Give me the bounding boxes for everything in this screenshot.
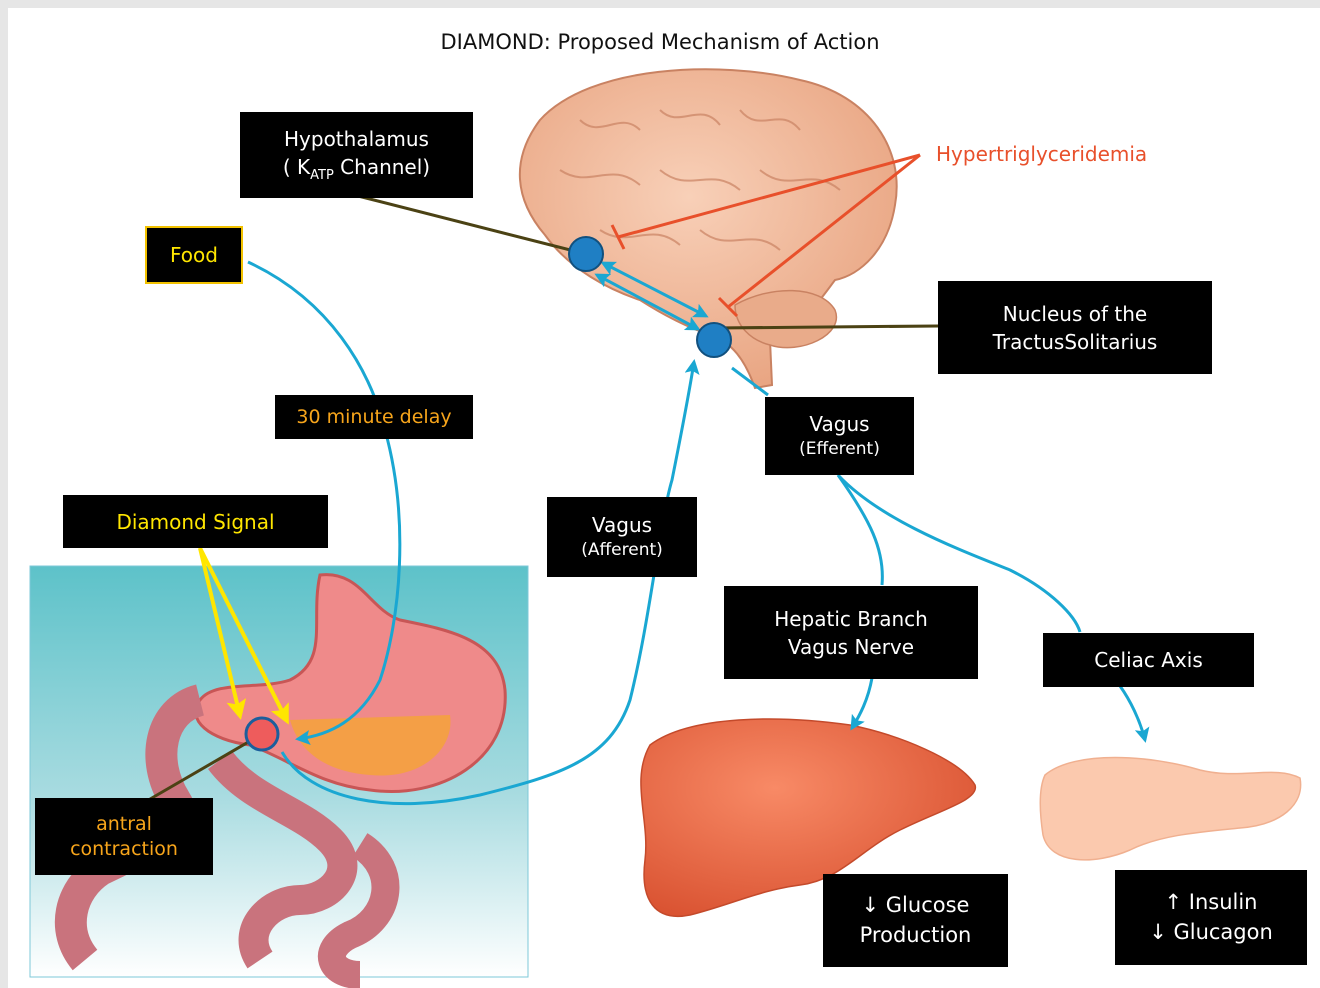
diamond-signal-label: Diamond Signal — [63, 495, 328, 548]
pancreas-illustration — [1040, 758, 1300, 860]
antral-node — [246, 718, 278, 750]
food-label: Food — [145, 226, 243, 284]
vagus-efferent-label: Vagus (Efferent) — [765, 397, 914, 475]
celiac-axis-label: Celiac Axis — [1043, 633, 1254, 687]
hypertriglyceridemia-label: Hypertriglyceridemia — [936, 142, 1147, 166]
vagus-afferent-label: Vagus (Afferent) — [547, 497, 697, 577]
glucose-production-label-line1: ↓ Glucose — [862, 891, 970, 920]
vagus-efferent-label-line2: (Efferent) — [799, 438, 880, 462]
vagus-afferent-label-line1: Vagus — [592, 511, 652, 539]
glucose-production-label: ↓ Glucose Production — [823, 874, 1008, 967]
insulin-glucagon-label-line2: ↓ Glucagon — [1149, 918, 1273, 947]
gut-illustration — [30, 566, 528, 977]
delay-label: 30 minute delay — [275, 395, 473, 439]
nts-label-line2: TractusSolitarius — [993, 328, 1158, 356]
insulin-glucagon-label-line1: ↑ Insulin — [1164, 888, 1257, 917]
diagram-title: DIAMOND: Proposed Mechanism of Action — [0, 30, 1320, 54]
hepatic-branch-label-line2: Vagus Nerve — [788, 633, 914, 661]
celiac-to-pancreas-arrow — [1120, 686, 1145, 740]
glucose-production-label-line2: Production — [860, 921, 972, 950]
hypothalamus-label-suffix: Channel) — [334, 155, 430, 179]
nts-connector — [714, 326, 938, 328]
antral-contraction-label-line2: contraction — [70, 837, 178, 862]
nts-node — [697, 323, 731, 357]
hypothalamus-label: Hypothalamus ( KATP Channel) — [240, 112, 473, 198]
vagus-efferent-label-line1: Vagus — [809, 410, 869, 438]
nts-label-line1: Nucleus of the — [1003, 300, 1147, 328]
hepatic-branch-path — [838, 475, 882, 585]
hypothalamus-label-line1: Hypothalamus — [284, 125, 429, 153]
hepatic-branch-label-line1: Hepatic Branch — [774, 605, 928, 633]
vagus-afferent-label-line2: (Afferent) — [581, 539, 663, 563]
hypothalamus-node — [569, 237, 603, 271]
antral-contraction-label-line1: antral — [96, 812, 152, 837]
hepatic-to-liver-arrow — [852, 678, 872, 728]
insulin-glucagon-label: ↑ Insulin ↓ Glucagon — [1115, 870, 1307, 965]
hypothalamus-label-subscript: ATP — [310, 168, 334, 183]
hepatic-branch-label: Hepatic Branch Vagus Nerve — [724, 586, 978, 679]
nts-label: Nucleus of the TractusSolitarius — [938, 281, 1212, 374]
hypothalamus-label-line2: ( KATP Channel) — [283, 153, 430, 185]
antral-contraction-label: antral contraction — [35, 798, 213, 875]
hypothalamus-label-prefix: ( K — [283, 155, 310, 179]
